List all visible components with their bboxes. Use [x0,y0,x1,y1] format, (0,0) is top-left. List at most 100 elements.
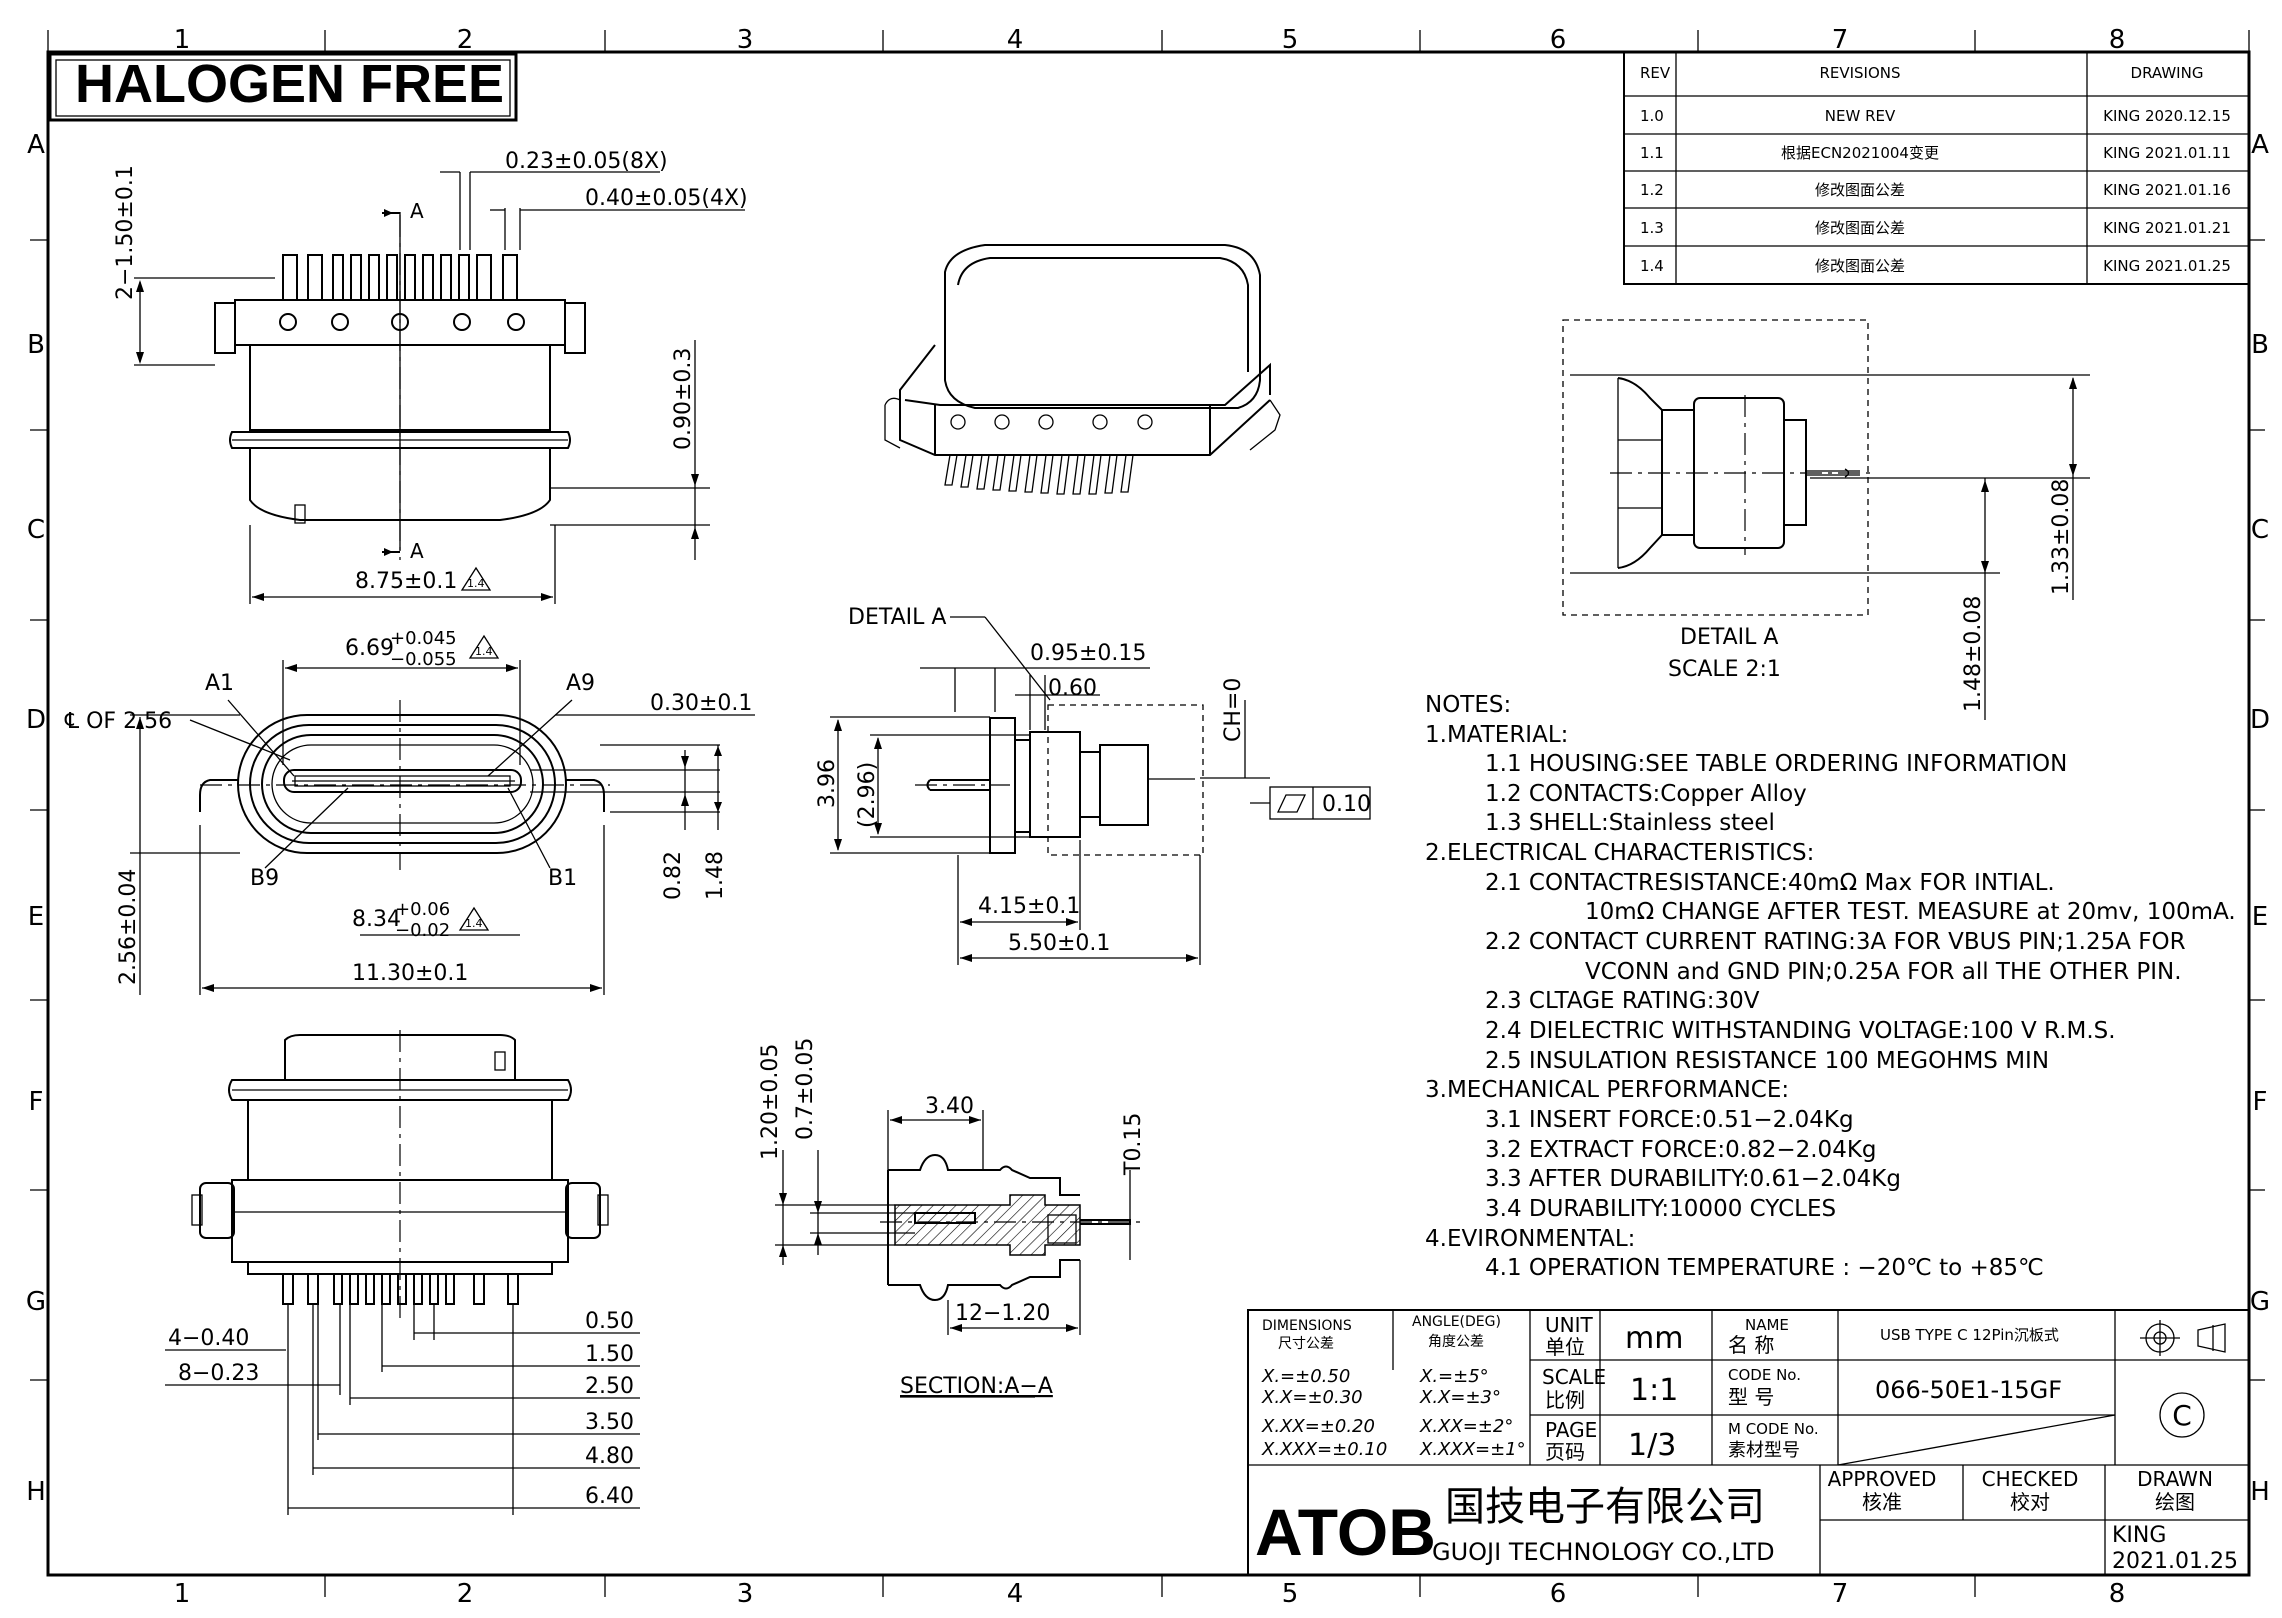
col-label: 5 [1282,25,1299,55]
row-label: A [27,130,45,160]
pin-label-b1: B1 [548,866,577,891]
notes-line: 2.1 CONTACTRESISTANCE:40mΩ Max FOR INTIA… [1485,870,2055,896]
col-label: 8 [2109,25,2126,55]
top-view: A A 0.23±0.05(8X) 0.40±0.05(4X) 2−1.50±0… [113,149,748,604]
dim-label: 6.69 [345,636,394,661]
page-label-en: PAGE [1545,1418,1597,1442]
notes-line: 4.EVIRONMENTAL: [1425,1226,1635,1252]
dim-label: 4−0.40 [168,1326,249,1351]
rev-description: 根据ECN2021004变更 [1781,144,1939,162]
col-label: 1 [174,25,191,55]
angle-tolerance-line: X.XXX=±1° [1419,1439,1526,1460]
dim-label: 5.50±0.1 [1008,931,1110,956]
notes-line: 3.MECHANICAL PERFORMANCE: [1425,1077,1789,1103]
row-label: E [2252,902,2268,932]
unit-value: mm [1625,1321,1683,1356]
title-block: DIMENSIONS 尺寸公差 ANGLE(DEG) 角度公差 X.=±0.50… [1247,1309,2250,1576]
col-label: 6 [1550,1579,1567,1609]
rev-number: 1.1 [1640,144,1664,162]
notes-line: 2.5 INSULATION RESISTANCE 100 MEGOHMS MI… [1485,1048,2049,1074]
rev-drawing: KING 2021.01.21 [2103,219,2231,237]
row-label: B [2251,330,2269,360]
dim-label: 0.95±0.15 [1030,641,1146,666]
detail-a-callout: DETAIL A [848,605,946,630]
halogen-free-banner: HALOGEN FREE [48,52,518,122]
projection-symbol-icon [2140,1320,2226,1356]
dim-label: 11.30±0.1 [352,961,468,986]
notes-line: 1.2 CONTACTS:Copper Alloy [1485,781,1807,807]
col-label: 3 [737,25,754,55]
dim-tol-upper: +0.06 [395,899,450,920]
code-label-en: CODE No. [1728,1366,1801,1384]
section-aa-view: 3.40 1.20±0.05 0.7±0.05 T0.15 12−1.20 SE… [758,1038,1146,1399]
notes-block: NOTES: 1.MATERIAL: 1.1 HOUSING:SEE TABLE… [1425,692,2236,1281]
pitch-dim: 6.40 [585,1484,634,1509]
section-marker: A [410,199,424,223]
col-label: 6 [1550,25,1567,55]
rev-drawing: KING 2021.01.11 [2103,144,2231,162]
rev-number: 1.2 [1640,181,1664,199]
pitch-dim: 3.50 [585,1410,634,1435]
code-label-cn: 型 号 [1728,1385,1774,1409]
dim-label: 1.33±0.08 [2049,479,2074,595]
col-label: 2 [457,1579,474,1609]
copyright-letter: C [2172,1399,2192,1432]
rev-drawing: KING 2021.01.25 [2103,257,2231,275]
col-label: 7 [1832,25,1849,55]
checked-label-cn: 校对 [2010,1490,2050,1514]
tolerance-line: X.XX=±0.20 [1261,1416,1375,1437]
rev-triangle-label: 1.4 [467,577,485,590]
dim-label: 2.56±0.04 [116,869,141,985]
col-label: 4 [1007,1579,1024,1609]
dim-label: 1.48±0.08 [1961,596,1986,712]
row-label: A [2251,130,2269,160]
rev-triangle-label: 1.4 [465,917,483,930]
flatness-tolerance: 0.10 [1322,792,1371,817]
dim-label: 2−1.50±0.1 [113,165,138,300]
page-value: 1/3 [1628,1428,1676,1463]
row-label: D [2250,705,2270,735]
row-label: H [2250,1477,2270,1507]
pin-label-a9: A9 [566,671,595,696]
pitch-dim: 2.50 [585,1374,634,1399]
dimensions-label-cn: 尺寸公差 [1278,1336,1334,1352]
rev-header: DRAWING [2131,64,2204,82]
angle-tolerance-line: X.=±5° [1419,1366,1489,1387]
row-label: C [2251,515,2269,545]
rev-drawing: KING 2020.12.15 [2103,107,2231,125]
tolerance-line: X.X=±0.30 [1261,1387,1363,1408]
isometric-view [884,244,1281,495]
rev-header: REV [1640,64,1671,82]
dim-label: 0.60 [1048,676,1097,701]
company-name-cn: 国技电子有限公司 [1445,1484,1765,1530]
col-label: 3 [737,1579,754,1609]
rev-description: 修改图面公差 [1815,181,1905,199]
pitch-dim: 1.50 [585,1342,634,1367]
notes-line: 4.1 OPERATION TEMPERATURE : −20℃ to +85℃ [1485,1255,2044,1281]
notes-line: 1.1 HOUSING:SEE TABLE ORDERING INFORMATI… [1485,751,2067,777]
notes-line: 10mΩ CHANGE AFTER TEST. MEASURE at 20mv,… [1585,899,2236,925]
drawn-date: 2021.01.25 [2112,1549,2238,1574]
row-markers: A B C D E F G H A B C D E F G H [26,130,2270,1507]
dim-label: 0.7±0.05 [793,1038,818,1140]
tolerance-line: X.=±0.50 [1261,1366,1350,1387]
angle-tolerance-line: X.X=±3° [1419,1387,1501,1408]
pin-label-b9: B9 [250,866,279,891]
approved-label-cn: 核准 [1862,1490,1902,1514]
dimensions-label-en: DIMENSIONS [1262,1318,1352,1334]
dim-tol-lower: −0.055 [390,649,457,670]
dim-label: 8.75±0.1 [355,569,457,594]
mcode-label-cn: 素材型号 [1728,1440,1800,1461]
unit-label-cn: 单位 [1545,1335,1585,1359]
row-label: B [27,330,45,360]
drawn-label-cn: 绘图 [2155,1490,2195,1514]
detail-a-view: 1.33±0.08 1.48±0.08 DETAIL A SCALE 2:1 [1562,319,2090,720]
copyright-icon [2159,1392,2205,1438]
banner-text: HALOGEN FREE [75,54,504,114]
centerline-label: ℄ OF 2.56 [64,709,172,734]
dim-label: 0.30±0.1 [650,691,752,716]
notes-line: 2.3 CLTAGE RATING:30V [1485,988,1760,1014]
notes-line: VCONN and GND PIN;0.25A FOR all THE OTHE… [1585,959,2182,985]
notes-line: 2.ELECTRICAL CHARACTERISTICS: [1425,840,1814,866]
dim-label: 3.40 [925,1094,974,1119]
